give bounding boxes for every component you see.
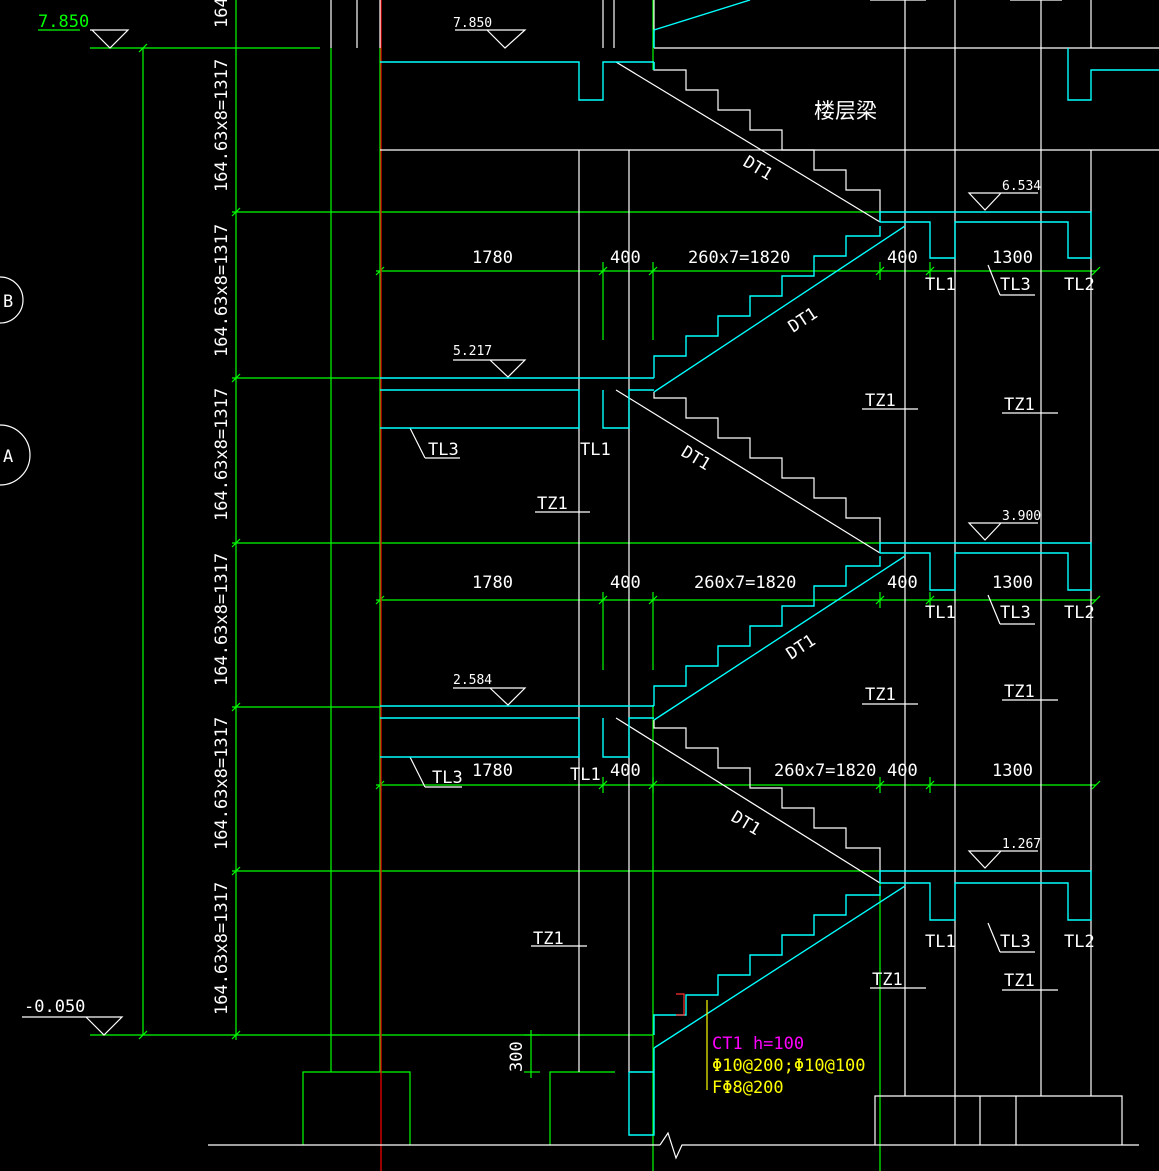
height-dim-flight-4: 164.63x8=1317 [212,553,232,686]
dim-row1-right: 1300 [992,248,1033,268]
ct1-note-line3: FΦ8@200 [712,1078,784,1098]
dim-row3-beam: 400 [610,761,641,781]
ct1-marker [676,993,685,1016]
axis-label-a: A [3,447,13,467]
label-tl3-r1: TL3 [1000,275,1031,295]
ct1-note-line1: CT1 h=100 [712,1034,804,1054]
elevation-bottom: -0.050 [24,997,85,1017]
label-tz1-1: TZ1 [865,391,896,411]
height-dim-flight-3: 164.63x8=1317 [212,388,232,521]
elevation-3900: 3.900 [1002,509,1041,524]
dim-row2-beam: 400 [610,573,641,593]
elevation-marks [22,29,1038,1036]
label-tz1-7: TZ1 [872,970,903,990]
axis-bubble-b [0,276,24,324]
dim-row3-steps: 260x7=1820 [774,761,876,781]
axis-bubbles [0,276,31,486]
label-tl1-r2: TL1 [925,603,956,623]
label-tz1-4: TZ1 [865,685,896,705]
elevation-top-left: 7.850 [38,12,89,32]
label-tl1-r3: TL1 [925,932,956,952]
label-dt1-5: DT1 [727,807,764,840]
label-tl3-r2: TL3 [1000,603,1031,623]
label-dt1-4: DT1 [783,631,820,665]
structure-outlines [208,0,1159,1160]
dim-row3-right: 1300 [992,761,1033,781]
label-tz1-6: TZ1 [533,929,564,949]
dimension-lines [90,0,1096,1171]
elevation-6534: 6.534 [1002,179,1041,194]
label-tz1-3: TZ1 [537,494,568,514]
label-tl3-r3: TL3 [1000,932,1031,952]
height-dim-flight-5: 164.63x8=1317 [212,717,232,850]
dim-row1-landing: 1780 [472,248,513,268]
label-tl2-r1: TL2 [1064,275,1095,295]
label-tl1-l1: TL1 [580,440,611,460]
dim-row2-steps: 260x7=1820 [694,573,796,593]
floor-beam-label: 楼层梁 [814,99,877,123]
dim-row1-beam2: 400 [887,248,918,268]
foundation-dim: 300 [507,1041,527,1072]
label-tl2-r2: TL2 [1064,603,1095,623]
label-tz1-8: TZ1 [1004,971,1035,991]
height-dim-flight-1: 164.63x8=1317 [212,59,232,192]
dim-row3-beam2: 400 [887,761,918,781]
label-tl1-r1: TL1 [925,275,956,295]
dimension-ticks [138,43,1101,1040]
label-tl1-l2: TL1 [570,765,601,785]
dim-row2-landing: 1780 [472,573,513,593]
label-dt1-1: DT1 [739,152,776,185]
label-tl2-r3: TL2 [1064,932,1095,952]
label-tl3-l2: TL3 [432,768,463,788]
elevation-5217: 5.217 [453,344,492,359]
elevation-top: 7.850 [453,16,492,31]
elevation-1267: 1.267 [1002,837,1041,852]
axis-label-b: B [3,292,13,312]
label-tz1-2: TZ1 [1004,395,1035,415]
label-tl3-l1: TL3 [428,440,459,460]
height-dim-flight-2: 164.63x8=1317 [212,224,232,357]
axis-bubble-a [0,424,31,486]
label-tz1-5: TZ1 [1004,682,1035,702]
height-dim-flight-6: 164.63x8=1317 [212,882,232,1015]
ct1-note-line2: Φ10@200;Φ10@100 [712,1056,866,1076]
dim-row2-right: 1300 [992,573,1033,593]
stair-structure [380,0,1159,1136]
label-dt1-2: DT1 [785,304,822,338]
dim-row3-landing: 1780 [472,761,513,781]
dim-row1-beam: 400 [610,248,641,268]
height-dim-partial: 164 [212,0,232,28]
dim-row2-beam2: 400 [887,573,918,593]
elevation-2584: 2.584 [453,673,492,688]
dim-row1-steps: 260x7=1820 [688,248,790,268]
